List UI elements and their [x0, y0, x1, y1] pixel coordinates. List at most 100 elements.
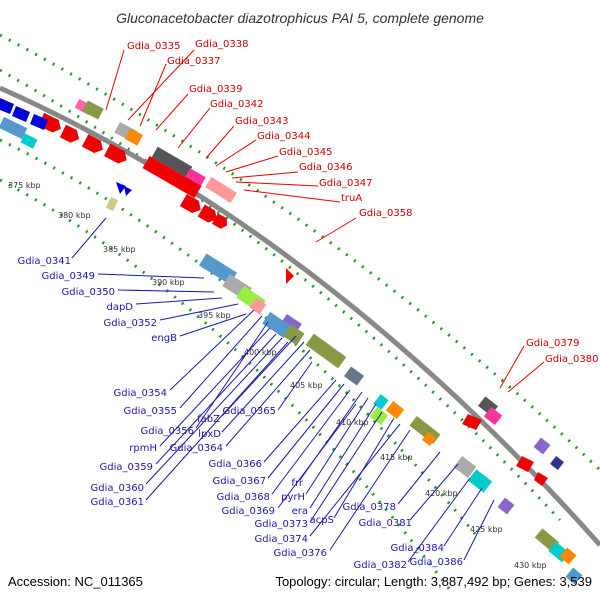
leader-trua [243, 189, 341, 203]
leader-gdia-0349 [97, 273, 205, 279]
label-gdia-0361: Gdia_0361 [91, 497, 144, 508]
label-gdia-0378: Gdia_0378 [343, 502, 396, 513]
kbp-tick-405: 405 kbp [290, 381, 323, 390]
label-gdia-0364: Gdia_0364 [170, 443, 223, 454]
leader-gdia-0343 [205, 125, 235, 159]
arrow-b3 [30, 114, 48, 130]
label-gdia-0374: Gdia_0374 [255, 534, 308, 545]
label-gdia-0341: Gdia_0341 [18, 256, 71, 267]
label-rpmh: rpmH [129, 443, 157, 454]
label-gdia-0376: Gdia_0376 [274, 548, 327, 559]
feature-gdia-0343 [184, 168, 206, 188]
reverse-strand-features [38, 98, 565, 486]
inner-dotted-ring-2 [0, 178, 452, 591]
label-gdia-0360: Gdia_0360 [91, 483, 144, 494]
label-pyrh: pyrH [281, 492, 305, 503]
leader-gdia-0367 [267, 383, 345, 479]
map-title: Gluconacetobacter diazotrophicus PAI 5, … [116, 10, 484, 26]
label-gdia-0379: Gdia_0379 [526, 338, 579, 349]
arrow-r9 [462, 414, 482, 430]
arrow-b4 [116, 182, 126, 194]
feature-gdia-0339 [125, 128, 143, 146]
accession-text: Accession: NC_011365 [8, 574, 143, 589]
leader-gdia-0337 [139, 63, 167, 127]
label-gdia-0369: Gdia_0369 [222, 506, 275, 517]
leader-gdia-0361 [145, 341, 289, 501]
leader-gdia-0384 [443, 487, 483, 547]
label-dapd: dapD [106, 302, 133, 313]
label-gdia-0350: Gdia_0350 [62, 287, 115, 298]
arrow-b2 [12, 106, 30, 122]
feature-gdia-0386 [559, 547, 577, 565]
leader-era [309, 403, 377, 509]
feature-gdia-0380 [483, 406, 503, 426]
leader-dapd [135, 297, 223, 305]
label-gdia-0342: Gdia_0342 [210, 99, 263, 110]
feature-pyrh [385, 400, 405, 420]
label-gdia-0373: Gdia_0373 [255, 519, 308, 530]
leader-gdia-0386 [463, 499, 495, 561]
leader-gdia-0364 [225, 349, 311, 447]
red-leader-lines [105, 49, 545, 393]
label-fabz: fabZ [197, 414, 220, 425]
dotted-rings [0, 33, 600, 591]
label-gdia-0346: Gdia_0346 [299, 162, 352, 173]
blue-labels: Gdia_0341 Gdia_0349 Gdia_0350 dapD Gdia_… [18, 256, 463, 571]
feature-gdia-0344 [205, 176, 237, 204]
leader-gdia-0346 [231, 171, 299, 179]
label-gdia-0338: Gdia_0338 [195, 39, 248, 50]
label-gdia-0381: Gdia_0381 [359, 518, 412, 529]
leader-gdia-0382 [407, 477, 471, 563]
leader-lpxd [221, 341, 305, 433]
label-gdia-0335: Gdia_0335 [127, 41, 180, 52]
feature-gdia-0367 [344, 366, 364, 386]
label-gdia-0345: Gdia_0345 [279, 147, 332, 158]
leader-pyrh [305, 397, 369, 495]
kbp-tick-380: 380 kbp [58, 211, 91, 220]
leader-gdia-0360 [145, 337, 283, 485]
label-engb: engB [151, 333, 177, 344]
leader-gdia-0373 [309, 411, 383, 523]
kbp-tick-400: 400 kbp [244, 348, 277, 357]
label-gdia-0380: Gdia_0380 [545, 354, 598, 365]
label-gdia-0355: Gdia_0355 [124, 406, 177, 417]
feature-gdia-0354 [262, 311, 292, 339]
label-era: era [292, 506, 308, 517]
feature-gdia-0355 [283, 324, 305, 346]
arrow-r5 [179, 193, 201, 214]
arrow-r8 [286, 268, 294, 284]
label-gdia-0354: Gdia_0354 [114, 388, 167, 399]
leader-gdia-0338 [127, 49, 195, 121]
label-frr: frr [291, 478, 303, 489]
label-gdia-0386: Gdia_0386 [410, 557, 463, 568]
leader-gdia-0379 [499, 345, 525, 389]
arrow-r4 [104, 143, 127, 164]
feature-right-end [565, 567, 583, 585]
leader-gdia-0365 [277, 361, 313, 411]
label-gdia-0366: Gdia_0366 [209, 459, 262, 470]
leader-gdia-0341 [71, 217, 107, 259]
feature-gdia-0345 [142, 155, 202, 199]
leader-gdia-0356 [195, 321, 269, 429]
forward-strand-features [0, 98, 583, 585]
feature-gdia-0374 [453, 455, 477, 479]
leader-gdia-0380 [507, 361, 545, 393]
leader-gdia-0359 [155, 333, 277, 465]
label-gdia-0382: Gdia_0382 [354, 560, 407, 571]
label-gdia-0349: Gdia_0349 [42, 271, 95, 282]
leader-gdia-0376 [329, 429, 411, 551]
label-gdia-0339: Gdia_0339 [189, 84, 242, 95]
blue-leader-lines [71, 217, 495, 563]
leader-engb [179, 313, 247, 337]
leader-gdia-0354 [169, 309, 255, 391]
feature-gdia-0341 [105, 196, 119, 212]
feature-gdia-0365 [305, 333, 347, 369]
arrow-b5 [124, 186, 132, 196]
feature-gdia-0386-block [533, 437, 551, 455]
leader-gdia-0345 [225, 155, 279, 173]
leader-gdia-0381 [409, 463, 459, 521]
genome-backbone [0, 85, 600, 547]
kbp-tick-375: 375 kbp [8, 181, 41, 190]
